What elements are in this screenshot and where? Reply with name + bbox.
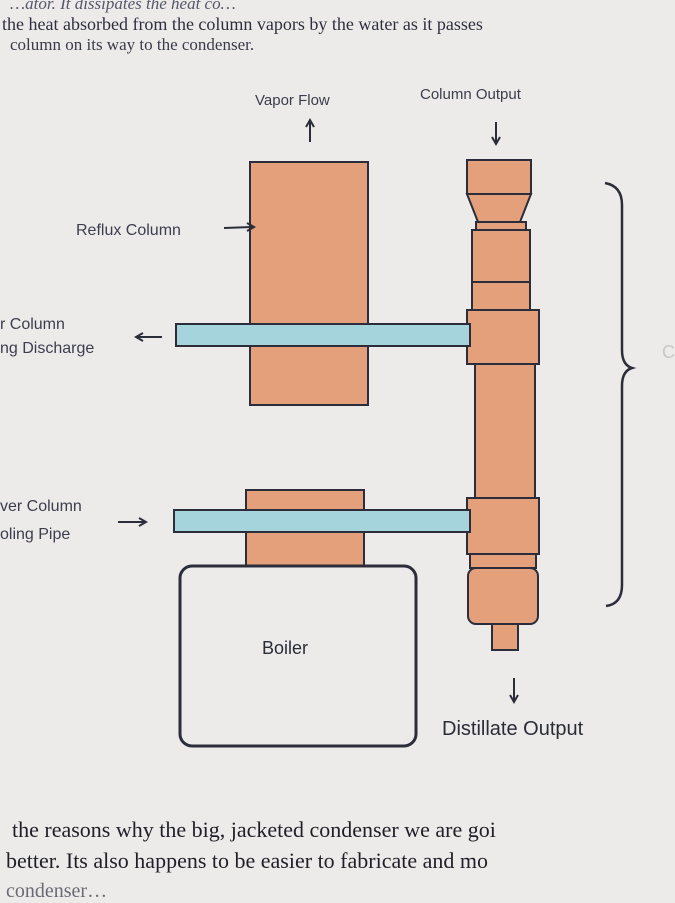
- body-text-line: the reasons why the big, jacketed conden…: [12, 817, 496, 842]
- upper-discharge-label: ng Discharge: [0, 340, 95, 357]
- body-text-line: …ator. It dissipates the heat co…: [10, 0, 236, 13]
- right-arrow-icon: [138, 517, 149, 527]
- body-text-line: condenser…: [6, 880, 108, 902]
- boiler-label: Boiler: [262, 638, 309, 658]
- distillate-output-label: Distillate Output: [442, 718, 584, 740]
- upper-discharge-label: r Column: [0, 316, 65, 333]
- right-arrow-icon: [246, 222, 257, 232]
- vapor-flow-label: Vapor Flow: [255, 92, 330, 109]
- down-arrow-icon: [491, 136, 501, 147]
- lower-cooling-pipe: [173, 509, 471, 533]
- body-text-line: the heat absorbed from the column vapors…: [2, 14, 483, 34]
- body-text-line: better. Its also happens to be easier to…: [6, 848, 488, 873]
- reflux-column-label: Reflux Column: [76, 222, 181, 239]
- lower-pipe-label: oling Pipe: [0, 526, 71, 543]
- body-text-line: column on its way to the condenser.: [10, 35, 255, 54]
- right-edge-mark: C: [662, 342, 675, 362]
- column-output-label: Column Output: [420, 86, 521, 103]
- left-arrow-icon: [133, 332, 144, 342]
- condenser-stack: [465, 159, 540, 651]
- reflux-arrow: [223, 226, 253, 229]
- up-arrow-icon: [305, 117, 315, 128]
- upper-discharge-pipe: [175, 323, 471, 347]
- down-arrow-icon: [509, 694, 519, 705]
- right-brace: [604, 181, 637, 608]
- reflux-column: [249, 161, 369, 406]
- lower-pipe-label: ver Column: [0, 498, 82, 515]
- boiler-tank: [178, 564, 418, 748]
